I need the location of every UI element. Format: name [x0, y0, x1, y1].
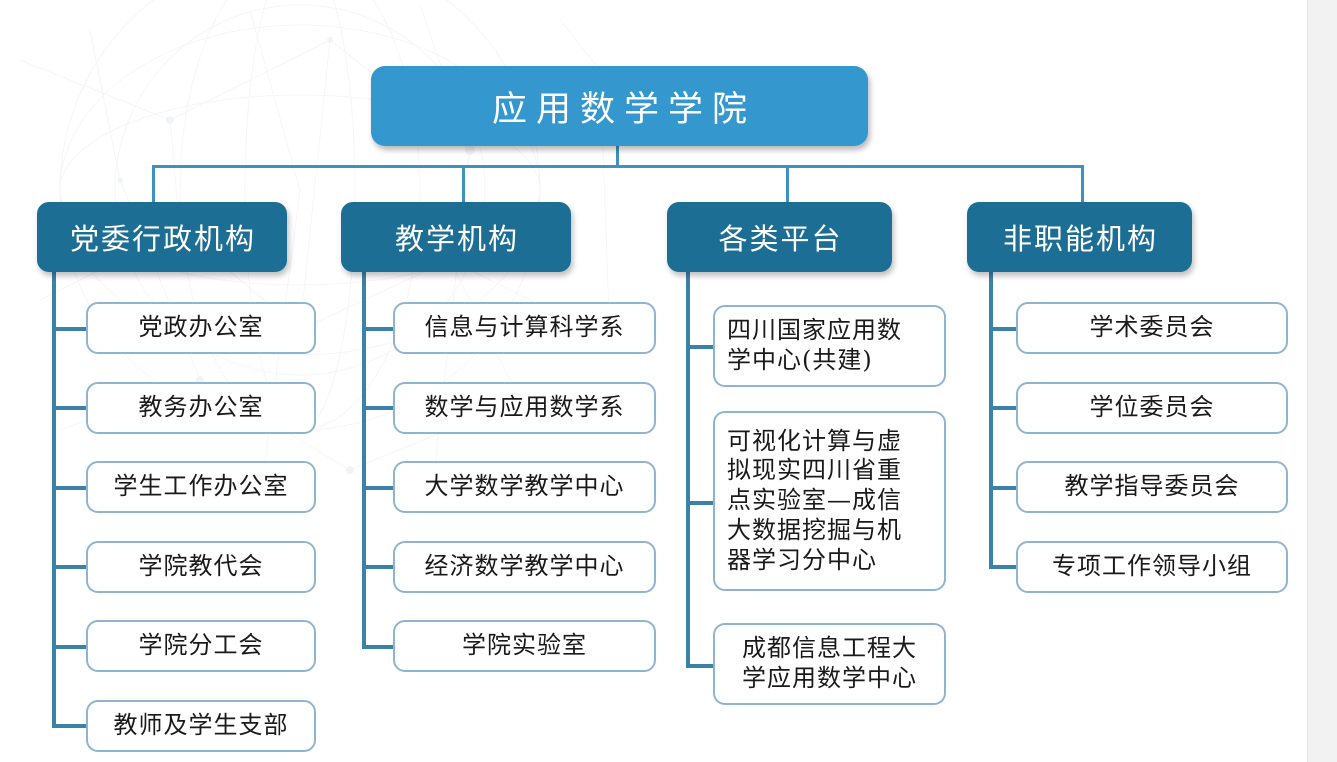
connector-distribution-bar [152, 165, 1084, 168]
connector-rib-1-3 [52, 486, 87, 490]
connector-rib-2-4 [362, 565, 394, 569]
leaf-node-teaching-4[interactable]: 经济数学教学中心 [393, 541, 656, 593]
connector-trunk-branch-3 [686, 270, 690, 668]
connector-rib-4-3 [989, 486, 1017, 490]
connector-rib-4-4 [989, 565, 1017, 569]
leaf-label: 四川国家应用数 学中心(共建) [727, 316, 902, 374]
connector-drop-branch-1 [152, 165, 155, 203]
connector-rib-2-5 [362, 645, 394, 649]
leaf-node-platforms-3[interactable]: 成都信息工程大 学应用数学中心 [713, 623, 946, 705]
leaf-label: 学院分工会 [138, 631, 264, 660]
leaf-node-party-admin-4[interactable]: 学院教代会 [86, 541, 316, 593]
root-node-school[interactable]: 应用数学学院 [371, 66, 868, 146]
leaf-label: 数学与应用数学系 [424, 393, 625, 422]
connector-rib-4-2 [989, 406, 1017, 410]
leaf-label: 大学数学教学中心 [424, 472, 625, 501]
leaf-node-non-functional-1[interactable]: 学术委员会 [1016, 302, 1288, 354]
leaf-label: 学院教代会 [138, 552, 264, 581]
connector-rib-3-2 [686, 501, 714, 505]
leaf-node-party-admin-3[interactable]: 学生工作办公室 [86, 461, 316, 513]
leaf-label: 教师及学生支部 [113, 711, 289, 740]
leaf-label: 党政办公室 [138, 313, 264, 342]
connector-rib-2-1 [362, 327, 394, 331]
branch-node-non-functional[interactable]: 非职能机构 [967, 202, 1192, 272]
leaf-label: 学术委员会 [1089, 313, 1215, 342]
leaf-node-party-admin-2[interactable]: 教务办公室 [86, 382, 316, 434]
connector-rib-2-2 [362, 406, 394, 410]
branch-node-platforms[interactable]: 各类平台 [667, 202, 892, 272]
connector-rib-3-1 [686, 345, 714, 349]
connector-drop-branch-4 [1081, 165, 1084, 203]
connector-root-drop [616, 146, 619, 167]
connector-drop-branch-3 [786, 165, 789, 203]
connector-rib-2-3 [362, 486, 394, 490]
connector-rib-1-1 [52, 327, 87, 331]
leaf-node-party-admin-6[interactable]: 教师及学生支部 [86, 700, 316, 752]
leaf-label: 成都信息工程大 学应用数学中心 [742, 634, 917, 692]
leaf-node-party-admin-1[interactable]: 党政办公室 [86, 302, 316, 354]
leaf-label: 学生工作办公室 [113, 472, 289, 501]
leaf-node-non-functional-4[interactable]: 专项工作领导小组 [1016, 541, 1288, 593]
leaf-node-teaching-5[interactable]: 学院实验室 [393, 620, 656, 672]
right-gutter-panel [1307, 0, 1337, 762]
connector-rib-1-6 [52, 724, 87, 728]
leaf-label: 教务办公室 [138, 393, 264, 422]
connector-rib-1-5 [52, 645, 87, 649]
connector-rib-4-1 [989, 327, 1017, 331]
branch-node-party-admin[interactable]: 党委行政机构 [37, 202, 287, 272]
leaf-label: 学位委员会 [1089, 393, 1215, 422]
leaf-label: 经济数学教学中心 [424, 552, 625, 581]
branch-node-teaching[interactable]: 教学机构 [341, 202, 571, 272]
leaf-label: 可视化计算与虚 拟现实四川省重 点实验室—成信 大数据挖掘与机 器学习分中心 [727, 426, 902, 574]
leaf-node-teaching-3[interactable]: 大学数学教学中心 [393, 461, 656, 513]
connector-rib-3-3 [686, 664, 714, 668]
leaf-label: 信息与计算科学系 [424, 313, 625, 342]
leaf-label: 学院实验室 [462, 631, 587, 660]
leaf-node-non-functional-2[interactable]: 学位委员会 [1016, 382, 1288, 434]
leaf-node-teaching-2[interactable]: 数学与应用数学系 [393, 382, 656, 434]
leaf-node-non-functional-3[interactable]: 教学指导委员会 [1016, 461, 1288, 513]
leaf-label: 教学指导委员会 [1064, 472, 1240, 501]
connector-trunk-branch-2 [362, 270, 366, 648]
leaf-node-party-admin-5[interactable]: 学院分工会 [86, 620, 316, 672]
connector-rib-1-4 [52, 565, 87, 569]
connector-trunk-branch-1 [52, 270, 56, 728]
leaf-node-teaching-1[interactable]: 信息与计算科学系 [393, 302, 656, 354]
leaf-node-platforms-1[interactable]: 四川国家应用数 学中心(共建) [713, 305, 946, 387]
connector-trunk-branch-4 [989, 270, 993, 568]
connector-drop-branch-2 [462, 165, 465, 203]
connector-rib-1-2 [52, 406, 87, 410]
leaf-label: 专项工作领导小组 [1052, 552, 1252, 581]
leaf-node-platforms-2[interactable]: 可视化计算与虚 拟现实四川省重 点实验室—成信 大数据挖掘与机 器学习分中心 [713, 411, 946, 591]
